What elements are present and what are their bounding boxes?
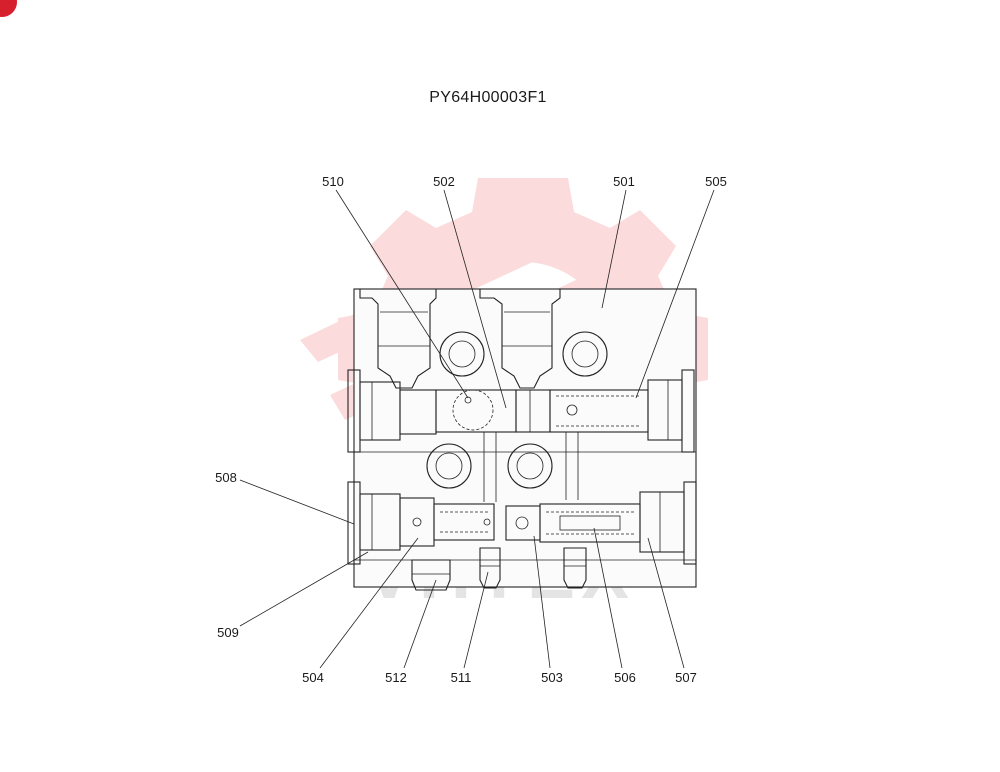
- callout-512: 512: [385, 670, 407, 685]
- bottom-plug-511: [479, 547, 501, 589]
- top-plug-left: [359, 288, 437, 389]
- callout-504: 504: [302, 670, 324, 685]
- lower-spool-bore-right: [505, 481, 697, 565]
- corner-badge: [0, 0, 17, 17]
- callout-510: 510: [322, 174, 344, 189]
- part-number-title: PY64H00003F1: [429, 89, 546, 106]
- callout-501: 501: [613, 174, 635, 189]
- port-circle-lower-left: [426, 443, 472, 489]
- bottom-plug-512: [411, 559, 451, 591]
- upper-spool-bore: [347, 369, 695, 453]
- port-circle-lower-center: [507, 443, 553, 489]
- callout-502: 502: [433, 174, 455, 189]
- top-plug-center: [479, 288, 561, 389]
- leader-lines: [239, 189, 715, 669]
- valve-block-body: [353, 288, 697, 588]
- callout-506: 506: [614, 670, 636, 685]
- callout-511: 511: [451, 670, 472, 685]
- callout-505: 505: [705, 174, 727, 189]
- callout-508: 508: [215, 470, 237, 485]
- bottom-plug-right: [563, 547, 587, 589]
- port-circle-upper-right: [562, 331, 608, 377]
- callout-503: 503: [541, 670, 563, 685]
- callout-507: 507: [675, 670, 697, 685]
- lower-spool-bore-left: [347, 481, 495, 565]
- callout-509: 509: [217, 625, 239, 640]
- internal-passages: [483, 432, 579, 502]
